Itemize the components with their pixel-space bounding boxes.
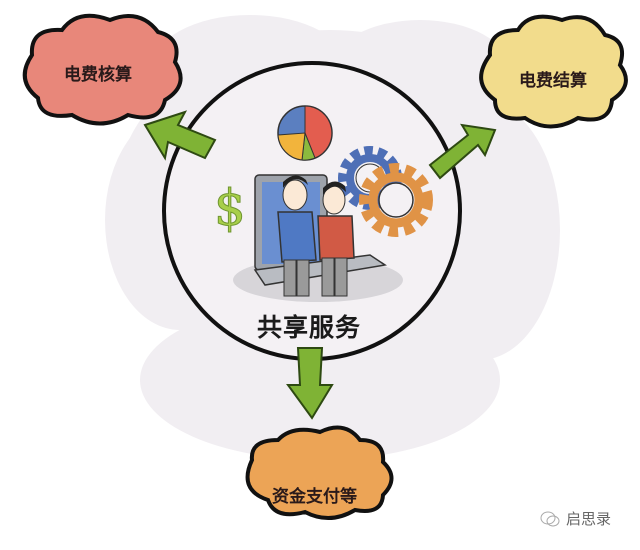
node-label-accounting: 电费核算 [64, 65, 132, 85]
arrow-to-accounting [143, 110, 217, 161]
wechat-icon [540, 511, 560, 526]
gears-icon [338, 146, 433, 237]
pie-chart-icon [277, 105, 333, 161]
watermark: 启思录 [540, 508, 611, 529]
dollar-sign-icon: $ [214, 179, 246, 237]
arrow-to-fund-payment [286, 347, 334, 420]
node-label-fund-payment: 资金支付等 [272, 487, 357, 507]
watermark-text: 启思录 [566, 510, 612, 528]
node-label-settlement: 电费结算 [519, 71, 587, 91]
arrow-to-settlement [428, 123, 497, 180]
cloud-electricity-settlement [479, 14, 628, 129]
center-label: 共享服务 [257, 313, 362, 342]
businessmen-illustration [277, 175, 355, 297]
cloud-electricity-accounting [22, 13, 183, 126]
cloud-fund-payment [245, 425, 394, 520]
